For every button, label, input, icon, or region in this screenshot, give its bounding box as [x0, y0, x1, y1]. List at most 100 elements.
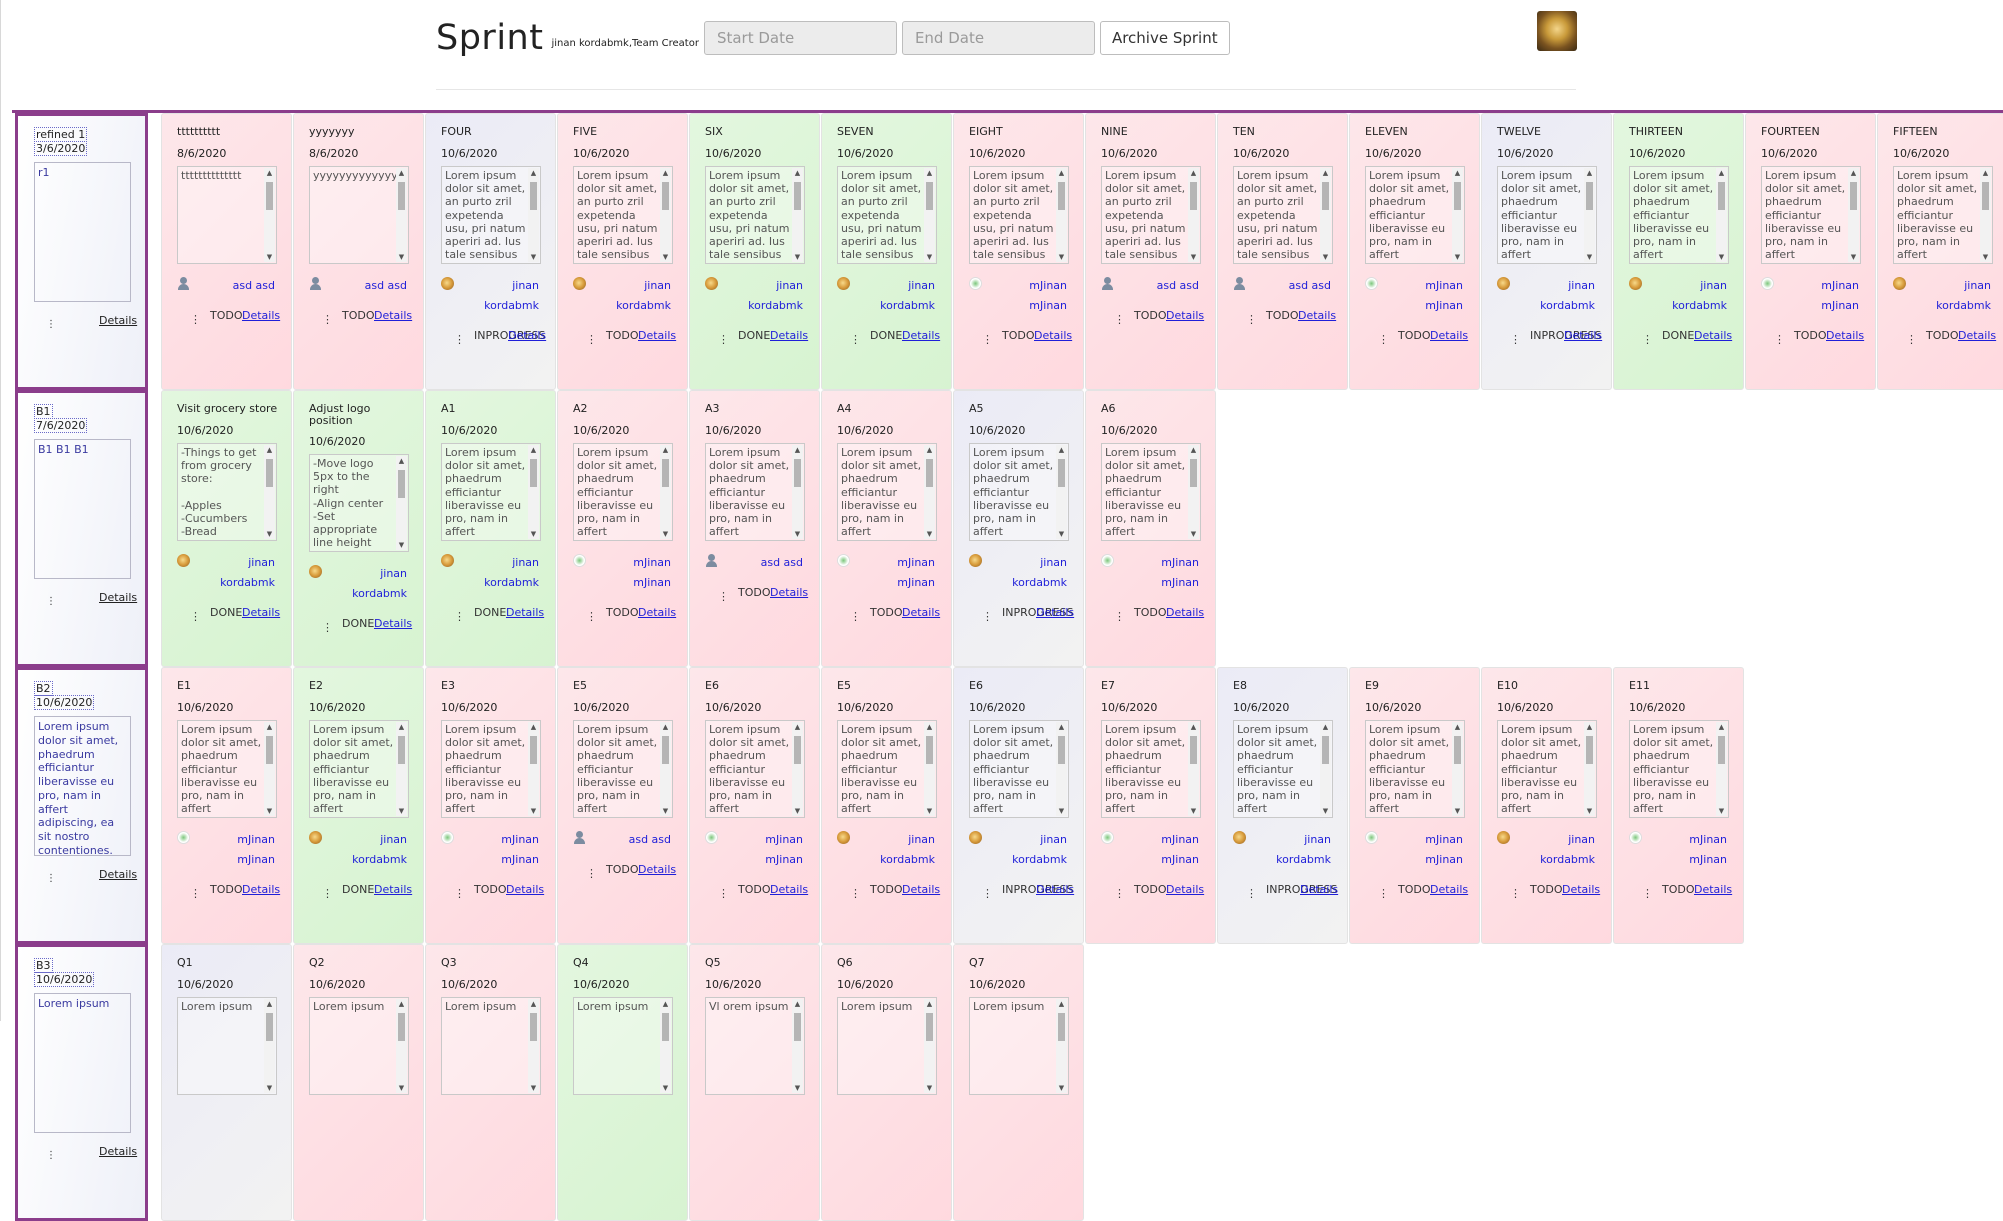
scroll-down-icon[interactable]: ▼ — [662, 1083, 669, 1092]
task-description[interactable]: Lorem ipsum dolor sit amet, an purto zri… — [969, 166, 1069, 264]
description-scrollbar[interactable]: ▲▼ — [396, 456, 407, 550]
scroll-up-icon[interactable]: ▲ — [926, 1000, 933, 1008]
task-description[interactable]: Lorem ipsum dolor sit amet, phaedrum eff… — [1497, 720, 1597, 818]
scroll-down-icon[interactable]: ▼ — [1454, 252, 1461, 261]
scroll-thumb[interactable] — [1058, 182, 1065, 210]
kebab-menu-icon[interactable]: ⋮ — [1774, 333, 1785, 346]
scroll-up-icon[interactable]: ▲ — [266, 446, 273, 454]
scroll-down-icon[interactable]: ▼ — [662, 252, 669, 261]
description-scrollbar[interactable]: ▲▼ — [1716, 168, 1727, 262]
kebab-menu-icon[interactable]: ⋮ — [322, 621, 333, 634]
scroll-down-icon[interactable]: ▼ — [530, 252, 537, 261]
scroll-up-icon[interactable]: ▲ — [1850, 169, 1857, 177]
description-scrollbar[interactable]: ▲▼ — [528, 999, 539, 1093]
task-description[interactable]: Lorem ipsum dolor sit amet, an purto zri… — [441, 166, 541, 264]
scroll-down-icon[interactable]: ▼ — [926, 529, 933, 538]
description-scrollbar[interactable]: ▲▼ — [396, 168, 407, 262]
kebab-menu-icon[interactable]: ⋮ — [982, 333, 993, 346]
scroll-down-icon[interactable]: ▼ — [398, 252, 405, 261]
scroll-up-icon[interactable]: ▲ — [1322, 169, 1329, 177]
scroll-down-icon[interactable]: ▼ — [1058, 252, 1065, 261]
scroll-down-icon[interactable]: ▼ — [398, 1083, 405, 1092]
description-scrollbar[interactable]: ▲▼ — [660, 999, 671, 1093]
task-description[interactable]: Lorem ipsum dolor sit amet, phaedrum eff… — [573, 443, 673, 541]
scroll-up-icon[interactable]: ▲ — [1586, 723, 1593, 731]
task-description[interactable]: Lorem ipsum dolor sit amet, phaedrum eff… — [1629, 166, 1729, 264]
task-details-link[interactable]: Details — [1694, 329, 1733, 342]
scroll-down-icon[interactable]: ▼ — [398, 540, 405, 549]
description-scrollbar[interactable]: ▲▼ — [528, 168, 539, 262]
task-description[interactable]: Lorem ipsum dolor sit amet, phaedrum eff… — [969, 720, 1069, 818]
task-details-link[interactable]: Details — [1034, 329, 1073, 342]
task-description[interactable]: Lorem ipsum dolor sit amet, phaedrum eff… — [969, 443, 1069, 541]
kebab-menu-icon[interactable]: ⋮ — [1378, 887, 1389, 900]
scroll-down-icon[interactable]: ▼ — [794, 806, 801, 815]
scroll-down-icon[interactable]: ▼ — [1718, 806, 1725, 815]
task-details-link[interactable]: Details — [374, 883, 413, 896]
task-description[interactable]: Lorem ipsum dolor sit amet, phaedrum eff… — [1233, 720, 1333, 818]
description-scrollbar[interactable]: ▲▼ — [792, 722, 803, 816]
task-details-link[interactable]: Details — [508, 329, 547, 342]
scroll-thumb[interactable] — [1190, 459, 1197, 487]
scroll-up-icon[interactable]: ▲ — [1454, 723, 1461, 731]
task-details-link[interactable]: Details — [1166, 883, 1205, 896]
kebab-menu-icon[interactable]: ⋮ — [46, 319, 56, 330]
scroll-up-icon[interactable]: ▲ — [662, 1000, 669, 1008]
scroll-down-icon[interactable]: ▼ — [662, 806, 669, 815]
task-description[interactable]: Lorem ipsum dolor sit amet, phaedrum eff… — [1761, 166, 1861, 264]
kebab-menu-icon[interactable]: ⋮ — [1246, 313, 1257, 326]
scroll-down-icon[interactable]: ▼ — [266, 1083, 273, 1092]
description-scrollbar[interactable]: ▲▼ — [660, 168, 671, 262]
scroll-thumb[interactable] — [794, 736, 801, 764]
task-details-link[interactable]: Details — [902, 606, 941, 619]
kebab-menu-icon[interactable]: ⋮ — [454, 333, 465, 346]
scroll-up-icon[interactable]: ▲ — [1058, 723, 1065, 731]
scroll-down-icon[interactable]: ▼ — [662, 529, 669, 538]
scroll-thumb[interactable] — [926, 459, 933, 487]
kebab-menu-icon[interactable]: ⋮ — [190, 610, 201, 623]
scroll-thumb[interactable] — [1718, 182, 1725, 210]
task-description[interactable]: Lorem ipsum dolor sit amet, phaedrum eff… — [1365, 720, 1465, 818]
task-details-link[interactable]: Details — [506, 606, 545, 619]
scroll-thumb[interactable] — [398, 470, 405, 498]
task-details-link[interactable]: Details — [374, 309, 413, 322]
description-scrollbar[interactable]: ▲▼ — [660, 722, 671, 816]
task-description[interactable]: Lorem ipsum▲▼ — [837, 997, 937, 1095]
scroll-up-icon[interactable]: ▲ — [266, 1000, 273, 1008]
kebab-menu-icon[interactable]: ⋮ — [322, 313, 333, 326]
kebab-menu-icon[interactable]: ⋮ — [1114, 313, 1125, 326]
scroll-up-icon[interactable]: ▲ — [1718, 169, 1725, 177]
scroll-thumb[interactable] — [1454, 182, 1461, 210]
task-details-link[interactable]: Details — [1166, 309, 1205, 322]
story-description[interactable]: Lorem ipsum — [34, 993, 131, 1133]
kebab-menu-icon[interactable]: ⋮ — [850, 333, 861, 346]
kebab-menu-icon[interactable]: ⋮ — [46, 873, 56, 884]
description-scrollbar[interactable]: ▲▼ — [1188, 722, 1199, 816]
task-details-link[interactable]: Details — [902, 883, 941, 896]
scroll-up-icon[interactable]: ▲ — [530, 446, 537, 454]
task-details-link[interactable]: Details — [770, 329, 809, 342]
scroll-up-icon[interactable]: ▲ — [398, 457, 405, 465]
task-description[interactable]: -Things to get from grocery store: -Appl… — [177, 443, 277, 541]
task-details-link[interactable]: Details — [1166, 606, 1205, 619]
task-description[interactable]: Lorem ipsum dolor sit amet, phaedrum eff… — [1101, 720, 1201, 818]
scroll-down-icon[interactable]: ▼ — [1982, 252, 1989, 261]
kebab-menu-icon[interactable]: ⋮ — [586, 333, 597, 346]
task-description[interactable]: Lorem ipsum▲▼ — [969, 997, 1069, 1095]
task-description[interactable]: Lorem ipsum dolor sit amet, phaedrum eff… — [705, 443, 805, 541]
scroll-thumb[interactable] — [1058, 1013, 1065, 1041]
scroll-thumb[interactable] — [1190, 182, 1197, 210]
task-description[interactable]: Lorem ipsum dolor sit amet, phaedrum eff… — [1893, 166, 1993, 264]
description-scrollbar[interactable]: ▲▼ — [924, 722, 935, 816]
